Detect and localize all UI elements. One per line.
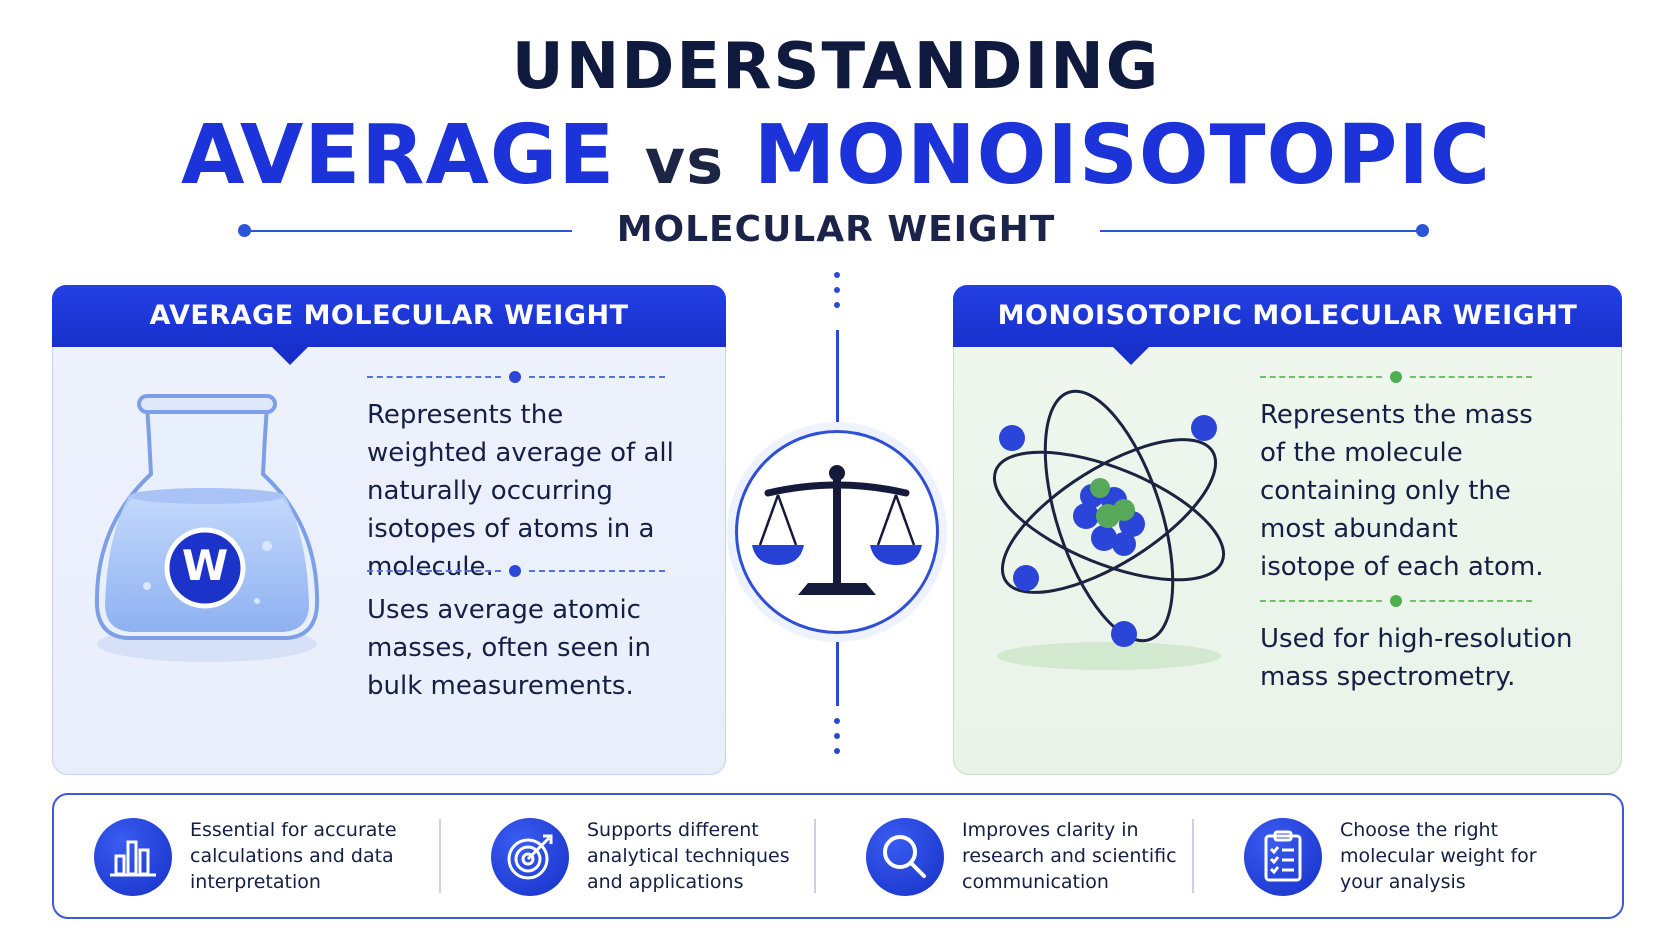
monoisotopic-panel: MONOISOTOPIC MOLECULAR WEIGHT Represents… xyxy=(953,285,1622,775)
title-understanding: UNDERSTANDING xyxy=(511,30,1161,104)
monoisotopic-description: Represents the mass of the molecule cont… xyxy=(1260,400,1544,582)
average-header-notch xyxy=(272,347,308,365)
page-title: AVERAGE vs MONOISOTOPIC xyxy=(0,108,1672,210)
feature-text: Choose the right molecular weight for yo… xyxy=(1340,819,1537,893)
average-panel: AVERAGE MOLECULAR WEIGHT W Represents th… xyxy=(52,285,726,775)
monoisotopic-usage-text: Used for high-resolution mass spectromet… xyxy=(1260,624,1573,692)
title-vs: vs xyxy=(644,125,725,198)
features-strip: Essential for accurate calculations and … xyxy=(52,793,1624,919)
subtitle-dot-right xyxy=(1416,224,1429,237)
feature-item: Essential for accurate calculations and … xyxy=(94,795,434,917)
monoisotopic-panel-title: MONOISOTOPIC MOLECULAR WEIGHT xyxy=(997,300,1578,331)
title-average: AVERAGE xyxy=(180,108,616,203)
bar-chart-icon xyxy=(94,818,172,896)
subtitle: MOLECULAR WEIGHT xyxy=(616,209,1056,250)
feature-item: Choose the right molecular weight for yo… xyxy=(1244,795,1584,917)
feature-item: Improves clarity in research and scienti… xyxy=(866,795,1206,917)
balance-scale-icon xyxy=(752,465,922,595)
feature-text: Supports different analytical techniques… xyxy=(587,819,790,893)
magnifier-icon xyxy=(866,818,944,896)
monoisotopic-separator-2 xyxy=(1260,594,1532,608)
center-line-top xyxy=(836,330,839,428)
balance-scale-badge xyxy=(735,430,939,634)
flask-icon xyxy=(94,394,320,662)
feature-item: Supports different analytical techniques… xyxy=(491,795,831,917)
feature-divider xyxy=(439,819,441,893)
monoisotopic-separator-1 xyxy=(1260,370,1532,384)
title-monoisotopic: MONOISOTOPIC xyxy=(753,108,1492,203)
atom-icon xyxy=(992,389,1226,670)
feature-divider xyxy=(814,819,816,893)
center-dots-top xyxy=(833,272,841,317)
monoisotopic-header-notch xyxy=(1113,347,1149,365)
average-separator-1 xyxy=(367,370,665,384)
clipboard-checklist-icon xyxy=(1244,818,1322,896)
subtitle-line-left xyxy=(250,230,572,232)
subtitle-dot-left xyxy=(238,224,251,237)
subtitle-line-right xyxy=(1100,230,1422,232)
center-dots-bottom xyxy=(833,718,841,763)
subtitle-row: MOLECULAR WEIGHT xyxy=(238,209,1429,250)
feature-text: Essential for accurate calculations and … xyxy=(190,819,397,893)
feature-divider xyxy=(1192,819,1194,893)
weight-badge-letter: W xyxy=(181,541,229,590)
center-line-bottom xyxy=(836,634,839,706)
average-panel-header: AVERAGE MOLECULAR WEIGHT xyxy=(52,285,726,365)
target-icon xyxy=(491,818,569,896)
feature-text: Improves clarity in research and scienti… xyxy=(962,819,1177,893)
monoisotopic-panel-header: MONOISOTOPIC MOLECULAR WEIGHT xyxy=(953,285,1622,365)
average-panel-title: AVERAGE MOLECULAR WEIGHT xyxy=(149,300,629,331)
average-description: Represents the weighted average of all n… xyxy=(367,400,674,582)
average-separator-2 xyxy=(367,564,665,578)
average-usage-text: Uses average atomic masses, often seen i… xyxy=(367,595,651,701)
